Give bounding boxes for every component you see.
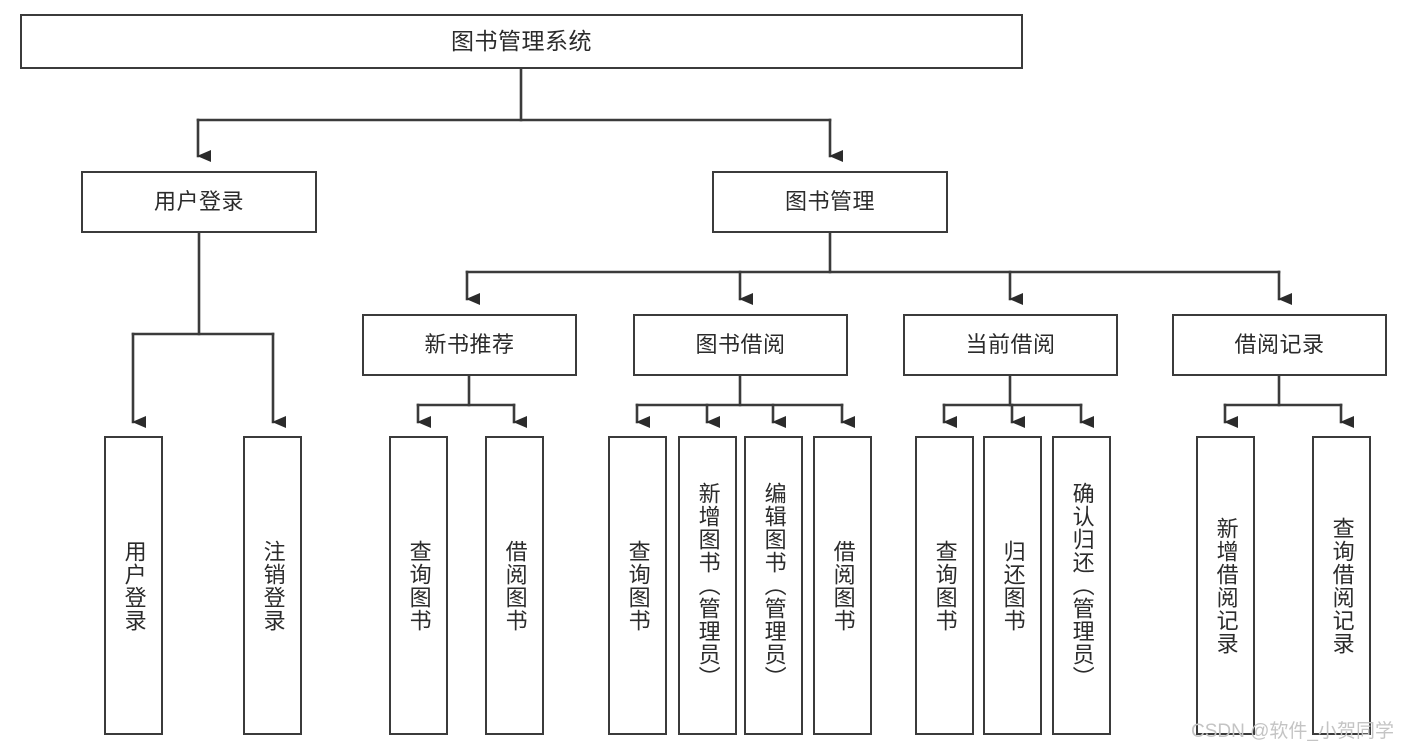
leaf-borrow-book[interactable]: 借阅图书: [813, 436, 872, 735]
leaf-query-book-borrow[interactable]: 查询图书: [608, 436, 667, 735]
node-label: 新增图书（管理员）: [695, 482, 721, 689]
leaf-add-borrow-record[interactable]: 新增借阅记录: [1196, 436, 1255, 735]
leaf-add-book-admin[interactable]: 新增图书（管理员）: [678, 436, 737, 735]
node-label: 新书推荐: [424, 331, 515, 357]
node-user-login[interactable]: 用户登录: [81, 171, 317, 233]
node-book-management[interactable]: 图书管理: [712, 171, 948, 233]
node-label: 编辑图书（管理员）: [761, 482, 787, 689]
leaf-edit-book-admin[interactable]: 编辑图书（管理员）: [744, 436, 803, 735]
node-label: 当前借阅: [965, 331, 1056, 357]
leaf-query-book-current[interactable]: 查询图书: [915, 436, 974, 735]
node-label: 用户登录: [153, 188, 244, 214]
node-label: 查询图书: [625, 539, 651, 632]
leaf-query-borrow-record[interactable]: 查询借阅记录: [1312, 436, 1371, 735]
node-label: 查询借阅记录: [1329, 516, 1355, 655]
leaf-query-book-recommend[interactable]: 查询图书: [389, 436, 448, 735]
node-label: 图书借阅: [695, 331, 786, 357]
node-label: 归还图书: [1000, 539, 1026, 632]
node-label: 图书管理: [784, 188, 875, 214]
node-label: 查询图书: [406, 539, 432, 632]
leaf-confirm-return-admin[interactable]: 确认归还（管理员）: [1052, 436, 1111, 735]
node-borrow-record[interactable]: 借阅记录: [1172, 314, 1387, 376]
node-label: 查询图书: [932, 539, 958, 632]
node-root-system[interactable]: 图书管理系统: [20, 14, 1023, 69]
leaf-user-login[interactable]: 用户登录: [104, 436, 163, 735]
node-label: 借阅图书: [830, 539, 856, 632]
node-new-book-recommend[interactable]: 新书推荐: [362, 314, 577, 376]
node-label: 确认归还（管理员）: [1069, 482, 1095, 689]
node-label: 图书管理系统: [451, 27, 592, 54]
node-book-borrow[interactable]: 图书借阅: [633, 314, 848, 376]
csdn-watermark: CSDN @软件_小贺同学: [1191, 721, 1394, 742]
node-label: 注销登录: [260, 539, 286, 632]
node-label: 借阅图书: [502, 539, 528, 632]
node-label: 新增借阅记录: [1213, 516, 1239, 655]
node-label: 用户登录: [121, 539, 147, 632]
node-current-borrow[interactable]: 当前借阅: [903, 314, 1118, 376]
leaf-return-book[interactable]: 归还图书: [983, 436, 1042, 735]
node-label: 借阅记录: [1234, 331, 1325, 357]
leaf-borrow-book-recommend[interactable]: 借阅图书: [485, 436, 544, 735]
leaf-user-logout[interactable]: 注销登录: [243, 436, 302, 735]
